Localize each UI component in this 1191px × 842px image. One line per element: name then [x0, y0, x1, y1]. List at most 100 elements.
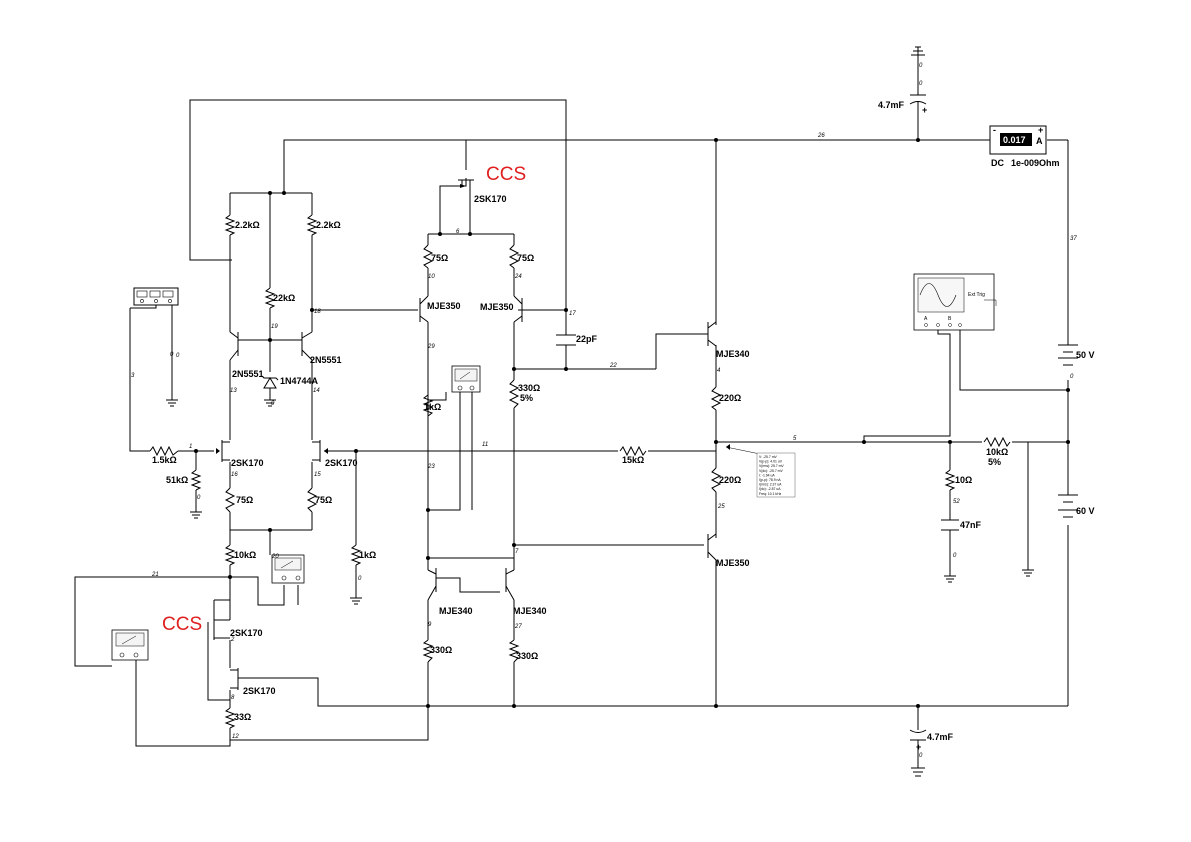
r-1k5-label: 1.5kΩ	[152, 455, 177, 465]
svg-text:25: 25	[717, 504, 725, 510]
cap-zobel-label: 47nF	[960, 520, 982, 530]
svg-text:7: 7	[515, 549, 519, 555]
svg-text:0: 0	[358, 576, 362, 582]
mirror-right-label: MJE340	[513, 606, 547, 616]
ammeter-resistance: 1e-009Ohm	[1011, 158, 1060, 168]
ground-icon	[166, 399, 178, 407]
source-bottom-label: 60 V	[1076, 506, 1095, 516]
resistor-10-zobel	[944, 469, 956, 491]
resistor-330-bl	[422, 639, 434, 663]
resistor-330-br	[508, 639, 520, 663]
svg-text:9: 9	[428, 622, 432, 628]
ammeter[interactable]: 0.017 A - +	[989, 125, 1047, 155]
svg-text:16: 16	[231, 472, 238, 478]
ground-icon	[911, 767, 925, 777]
r-10-zobel-label: 10Ω	[955, 475, 972, 485]
batteries	[1058, 344, 1078, 518]
ccs-annotation-top: CCS	[486, 164, 526, 185]
ground-icon	[350, 597, 362, 605]
resistor-2k2-left	[224, 214, 236, 236]
ammeter-mode: DC	[991, 158, 1004, 168]
cap-bottom-label: 4.7mF	[927, 732, 954, 742]
resistor-75-src-right	[306, 487, 318, 513]
scope-ext-trig-label: Ext Trig	[968, 292, 985, 298]
probe-readout-line: I(p-p): 78.9 nA	[759, 478, 781, 482]
multimeter-vas[interactable]	[451, 365, 481, 393]
cap-comp-label: 22pF	[576, 334, 598, 344]
out-bot-label: MJE350	[716, 558, 750, 568]
cap-top-label: 4.7mF	[878, 100, 905, 110]
svg-text:+: +	[916, 742, 921, 752]
multimeter-tail[interactable]	[271, 554, 305, 584]
svg-text:14: 14	[313, 388, 320, 394]
svg-text:3: 3	[131, 373, 135, 379]
r-75-right-label: 75Ω	[517, 253, 534, 263]
diode-label: 1N4744A	[280, 376, 319, 386]
resistor-75-left	[422, 244, 434, 269]
transistors	[213, 179, 717, 690]
r-22k-label: 22kΩ	[273, 293, 295, 303]
svg-text:4: 4	[717, 368, 721, 374]
q-in-left-label: 2N5551	[232, 369, 264, 379]
svg-text:11: 11	[482, 442, 488, 448]
jfet-in-left-label: 2SK170	[231, 458, 264, 468]
r-330-br-label: 330Ω	[516, 651, 538, 661]
wires	[74, 55, 1069, 768]
r-220-bot-label: 220Ω	[719, 475, 741, 485]
r-10k-load-label: 10kΩ	[986, 447, 1008, 457]
ammeter-reading: 0.017	[1003, 135, 1026, 145]
probe[interactable]: V: -25.7 mVV(p-p): 4.01 uVV(rms): 25.7 m…	[725, 444, 796, 498]
svg-text:22: 22	[609, 363, 617, 369]
svg-text:0: 0	[176, 353, 180, 359]
svg-text:13: 13	[230, 388, 237, 394]
svg-text:17: 17	[569, 311, 576, 317]
svg-text:5: 5	[793, 436, 797, 442]
ground-icon	[911, 46, 925, 56]
svg-text:0: 0	[919, 63, 923, 69]
probe-readout-line: Freq: 10.1 kHz	[759, 492, 782, 496]
r-15k-label: 15kΩ	[622, 455, 644, 465]
r-10k-label: 10kΩ	[234, 550, 256, 560]
resistor-220-bot	[710, 467, 722, 493]
svg-text:1: 1	[189, 444, 192, 450]
svg-text:2: 2	[230, 637, 235, 643]
oscilloscope[interactable]: Ext Trig A B	[913, 273, 997, 331]
jfet-in-right-label: 2SK170	[325, 458, 358, 468]
probe-readout-line: V: -25.7 mV	[759, 455, 778, 459]
r-330-bl-label: 330Ω	[430, 645, 452, 655]
resistor-10k	[224, 544, 236, 566]
svg-text:52: 52	[953, 499, 960, 505]
function-generator[interactable]	[133, 287, 179, 306]
jfet-ccs-top-label: 2SK170	[474, 194, 507, 204]
svg-text:37: 37	[1070, 236, 1077, 242]
jfet-ccs-bot2-label: 2SK170	[243, 686, 276, 696]
ground-icon	[264, 399, 276, 407]
resistor-75-src-left	[224, 487, 236, 513]
svg-text:0: 0	[170, 352, 174, 358]
vas-left-label: MJE350	[427, 301, 461, 311]
resistors	[149, 214, 1011, 729]
resistor-220-top	[710, 386, 722, 411]
r-10k-load-tol: 5%	[988, 457, 1001, 467]
svg-text:27: 27	[514, 624, 522, 630]
source-top-label: 50 V	[1076, 350, 1095, 360]
capacitors: + +	[556, 94, 959, 752]
probe-readout-line: I(rms): 2.37 uA	[759, 483, 782, 487]
multimeter-ccs[interactable]	[111, 629, 149, 661]
resistor-51k	[190, 469, 202, 491]
probe-readout-line: I(dc): -2.87 uA	[759, 487, 781, 491]
resistor-1k-vas	[422, 394, 434, 417]
grounds	[166, 46, 1034, 777]
svg-text:20: 20	[271, 554, 279, 560]
svg-text:0: 0	[919, 753, 923, 759]
ammeter-plus: +	[1038, 125, 1043, 135]
svg-text:26: 26	[817, 133, 825, 139]
resistor-33	[224, 707, 236, 729]
ground-icon	[190, 511, 202, 519]
svg-text:23: 23	[427, 464, 435, 470]
out-top-label: MJE340	[716, 349, 750, 359]
mirror-left-label: MJE340	[439, 606, 473, 616]
r-2k2-right-label: 2.2kΩ	[316, 220, 341, 230]
svg-text:18: 18	[314, 309, 321, 315]
jfet-ccs-bot1-label: 2SK170	[230, 628, 263, 638]
